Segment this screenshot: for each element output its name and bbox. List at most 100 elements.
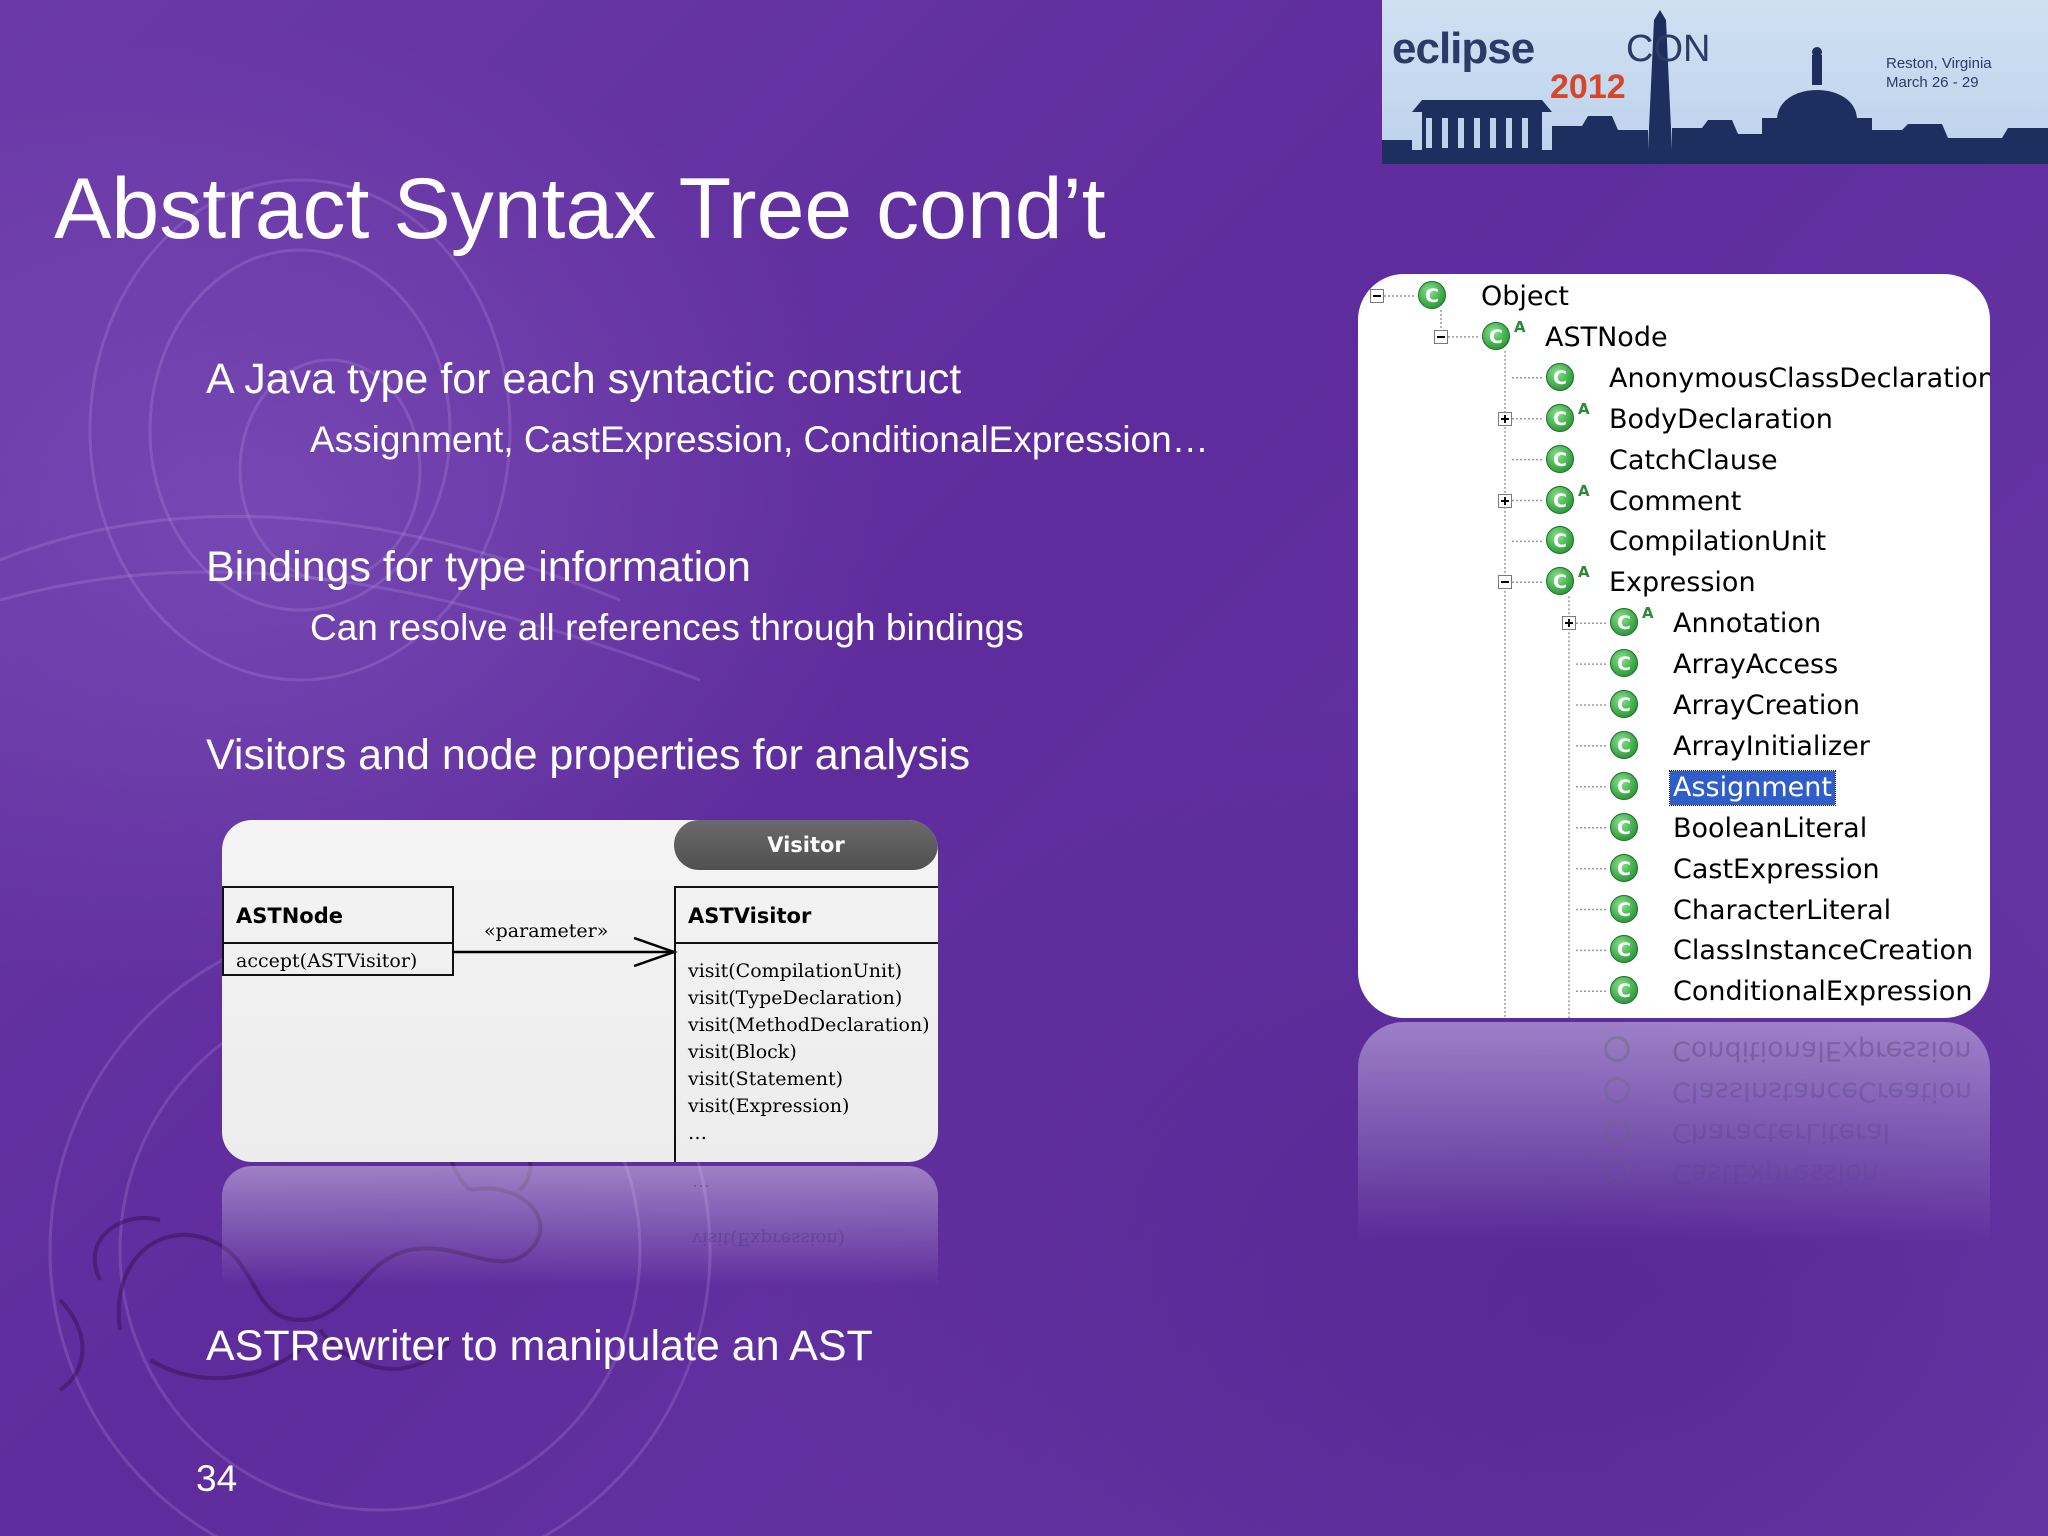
tree-node[interactable]: CastExpression (1358, 849, 1990, 889)
class-icon (1546, 362, 1574, 391)
tree-node[interactable]: AnonymousClassDeclaration (1358, 358, 1990, 398)
tree-node[interactable]: ArrayCreation (1358, 685, 1990, 725)
tree-node-label[interactable]: Comment (1609, 485, 1742, 517)
astvisitor-methods: visit(CompilationUnit) visit(TypeDeclara… (676, 944, 938, 1147)
visitor-method: visit(Statement) (688, 1068, 844, 1090)
astnode-methods: accept(ASTVisitor) (224, 944, 452, 975)
visitor-method-ellipsis: … (688, 1122, 707, 1144)
tree-node[interactable]: ArrayInitializer (1358, 726, 1990, 766)
class-icon (1610, 690, 1638, 718)
uml-diagram-reflection: visit(Expression) … (222, 1166, 938, 1286)
visitor-method: visit(Block) (688, 1041, 797, 1063)
bullet-bindings: Bindings for type information (206, 543, 751, 591)
page-number: 34 (196, 1458, 238, 1499)
astnode-class-box: ASTNode accept(ASTVisitor) (222, 886, 454, 976)
tree-node-label[interactable]: CompilationUnit (1609, 526, 1827, 558)
class-icon (1610, 935, 1638, 964)
class-icon (1610, 608, 1638, 637)
class-icon (1604, 1159, 1630, 1185)
reflection-row: CharacterLiteral (1358, 1112, 1990, 1152)
tree-node-label[interactable]: ArrayAccess (1673, 649, 1839, 681)
visitor-method: visit(Expression) (688, 1095, 850, 1117)
tree-node-label[interactable]: Expression (1609, 567, 1756, 599)
tree-node-label[interactable]: BodyDeclaration (1609, 403, 1833, 435)
class-icon (1610, 853, 1638, 882)
con-logo: CON (1626, 28, 1711, 70)
banner-city: Reston, Virginia (1886, 55, 1992, 72)
class-icon (1604, 1036, 1630, 1062)
astvisitor-class-name: ASTVisitor (676, 888, 938, 944)
astnode-method: accept(ASTVisitor) (236, 950, 418, 972)
class-icon (1604, 1118, 1630, 1144)
bullet-astrewriter: ASTRewriter to manipulate an AST (206, 1322, 873, 1370)
tree-node-label[interactable]: ASTNode (1545, 321, 1668, 353)
minus-box-icon[interactable] (1498, 575, 1512, 590)
tree-node[interactable]: CompilationUnit (1358, 521, 1990, 561)
astvisitor-class-box: ASTVisitor visit(CompilationUnit) visit(… (674, 886, 938, 1162)
tree-node-label[interactable]: ConditionalExpression (1673, 976, 1973, 1008)
tree-node[interactable]: CharacterLiteral (1358, 890, 1990, 930)
visitor-stereotype-tab: Visitor (674, 820, 938, 870)
class-icon (1610, 812, 1638, 841)
class-icon (1482, 321, 1510, 350)
plus-box-icon[interactable] (1498, 493, 1512, 508)
eclipse-logo: eclipse (1392, 24, 1535, 73)
abstract-marker: A (1514, 317, 1526, 336)
tree-node[interactable]: Assignment (1358, 767, 1990, 807)
tree-node[interactable]: CatchClause (1358, 440, 1990, 480)
tree-node-label[interactable]: Annotation (1673, 608, 1822, 640)
ast-hierarchy-tree[interactable]: ObjectAASTNodeAnonymousClassDeclarationA… (1358, 274, 1990, 1018)
tree-node-label[interactable]: CastExpression (1673, 853, 1880, 885)
reflection-row: ClassInstanceCreation (1358, 1071, 1990, 1111)
visitor-method: visit(TypeDeclaration) (688, 987, 903, 1009)
plus-box-icon[interactable] (1562, 616, 1576, 631)
tree-node[interactable]: Object (1358, 276, 1990, 316)
class-icon (1610, 730, 1638, 759)
tree-node-label[interactable]: ArrayInitializer (1673, 730, 1870, 762)
reflection-text: CharacterLiteral (1672, 1117, 1891, 1148)
tree-node-label[interactable]: ArrayCreation (1673, 690, 1860, 721)
abstract-marker: A (1642, 604, 1654, 623)
skyline-icon (1382, 10, 2048, 164)
banner-dates: March 26 - 29 (1886, 74, 1979, 91)
tree-node-label[interactable]: BooleanLiteral (1673, 812, 1868, 844)
tree-node[interactable]: ArrayAccess (1358, 644, 1990, 684)
tree-node-label[interactable]: Assignment (1669, 769, 1836, 806)
class-icon (1610, 771, 1638, 800)
reflection-text: CastExpression (1672, 1158, 1879, 1189)
tree-node-label[interactable]: ClassInstanceCreation (1673, 935, 1974, 967)
tree-node-label[interactable]: Object (1481, 281, 1569, 312)
parameter-relation-label: «parameter» (484, 920, 609, 942)
visitor-method: visit(CompilationUnit) (688, 960, 903, 982)
astnode-class-name: ASTNode (224, 888, 452, 944)
tree-node[interactable]: A ASTNode (1358, 317, 1990, 357)
sub-bullet-node-types: Assignment, CastExpression, ConditionalE… (310, 419, 1209, 460)
tree-node-label[interactable]: AnonymousClassDeclaration (1609, 362, 1990, 394)
eclipsecon-banner: eclipse CON 2012 Reston, Virginia March … (1382, 0, 2048, 164)
tree-node[interactable]: A Annotation (1358, 603, 1990, 643)
tree-connector-lines (1384, 295, 1608, 1018)
tree-node-label[interactable]: CatchClause (1609, 444, 1778, 476)
visitor-uml-diagram: Visitor ASTNode accept(ASTVisitor) «para… (222, 820, 938, 1162)
tree-node[interactable]: ClassInstanceCreation (1358, 930, 1990, 970)
reflection-text: visit(Expression) (692, 1228, 845, 1249)
bullet-visitors: Visitors and node properties for analysi… (206, 731, 971, 779)
class-icon (1546, 485, 1574, 514)
reflection-text: … (692, 1180, 710, 1201)
tree-node-label[interactable]: CharacterLiteral (1673, 894, 1892, 926)
class-icon (1610, 976, 1638, 1005)
class-icon (1546, 403, 1574, 432)
plus-box-icon[interactable] (1498, 411, 1512, 426)
tree-node[interactable]: ConditionalExpression (1358, 971, 1990, 1011)
banner-year: 2012 (1550, 68, 1626, 106)
reflection-row: ConditionalExpression (1358, 1030, 1990, 1070)
banner-location: Reston, Virginia March 26 - 29 (1886, 54, 1992, 92)
tree-node[interactable]: BooleanLiteral (1358, 808, 1990, 848)
minus-box-icon[interactable] (1370, 289, 1384, 303)
minus-box-icon[interactable] (1434, 329, 1448, 344)
abstract-marker: A (1578, 481, 1590, 500)
class-icon (1610, 894, 1638, 923)
tree-node[interactable]: A Comment (1358, 481, 1990, 521)
